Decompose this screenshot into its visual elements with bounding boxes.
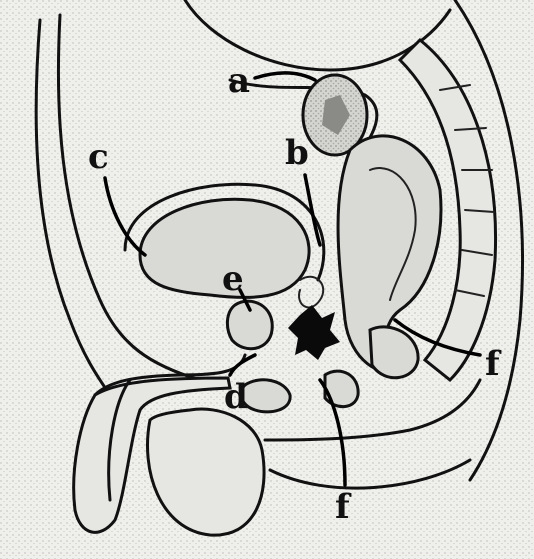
label-a: a [228,61,250,101]
label-f-lower: f [335,487,352,527]
label-c: c [88,137,109,177]
label-b: b [285,133,309,173]
label-e: e [222,259,244,299]
label-f-right: f [485,344,502,384]
bulb [241,380,290,412]
label-d: d [224,377,248,417]
